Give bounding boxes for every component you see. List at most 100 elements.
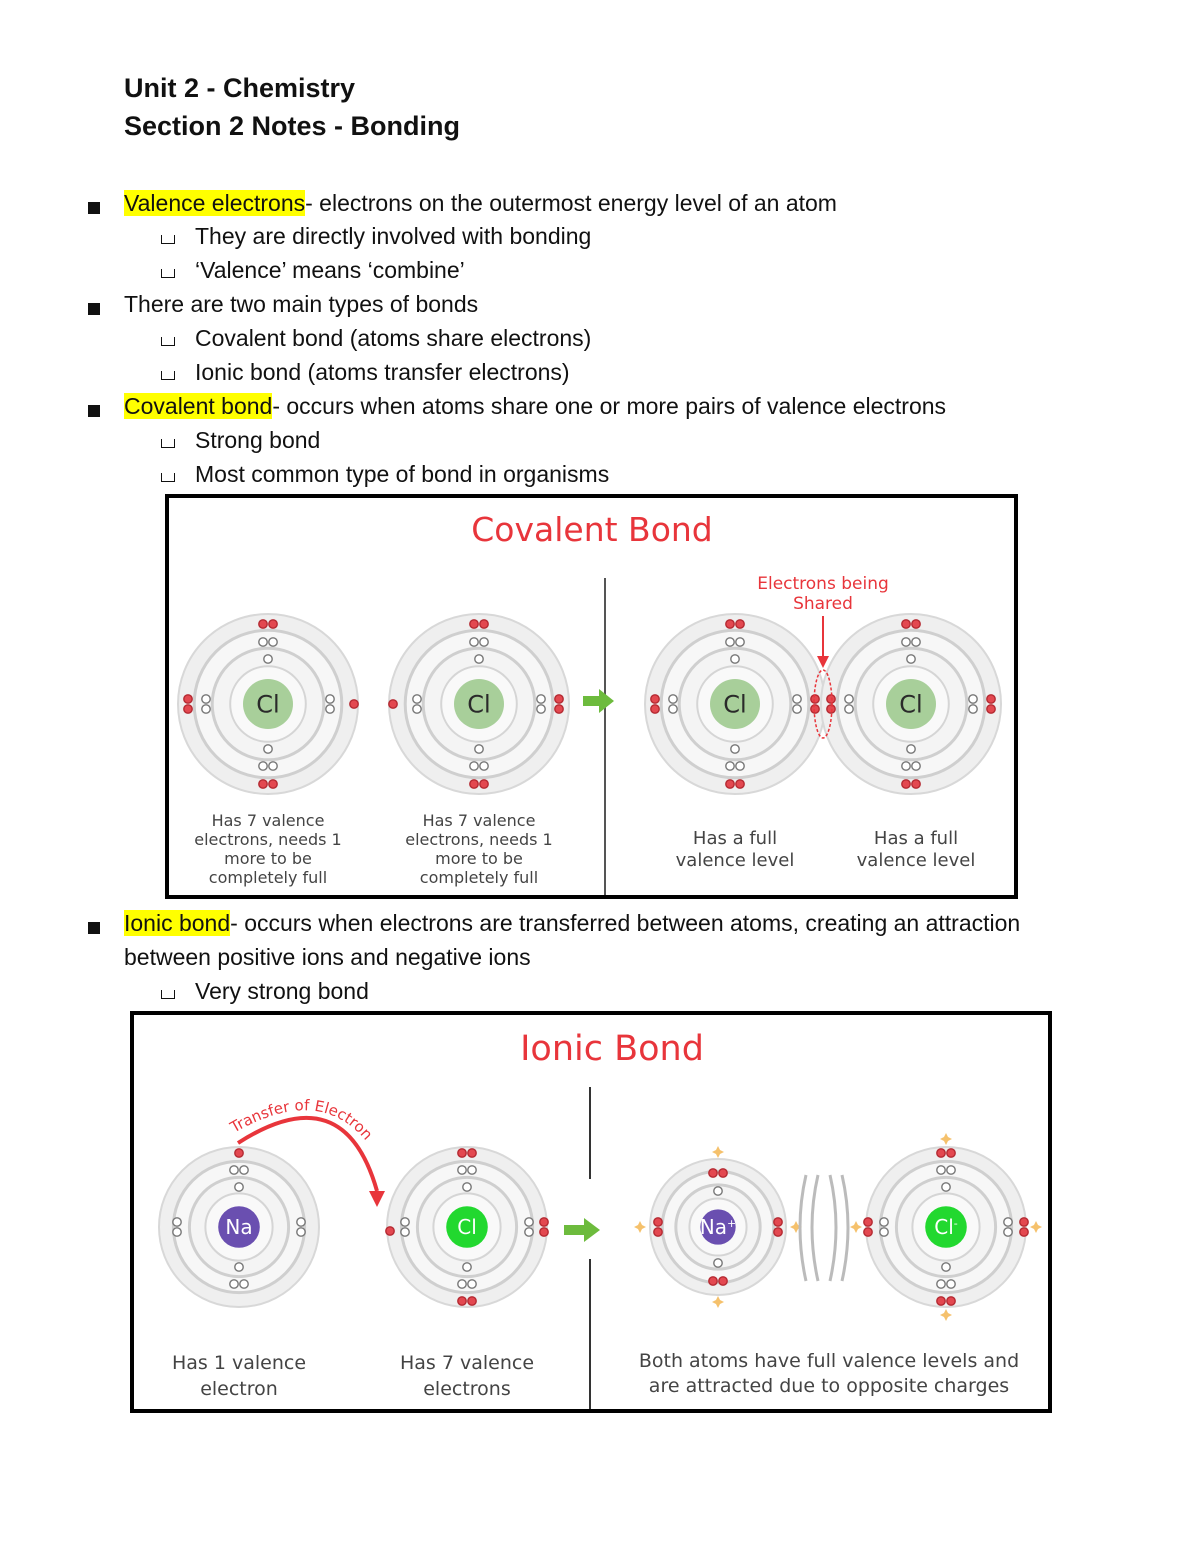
- inner-electron: [792, 704, 802, 714]
- inner-electron: [469, 761, 479, 771]
- inner-electron: [713, 1186, 723, 1196]
- chlorine-atom-2: Cl: [388, 613, 570, 795]
- valence-electron: [268, 619, 278, 629]
- ionic-bond-definition-cont: between positive ions and negative ions: [124, 944, 531, 970]
- valence-electrons-term: Valence electrons: [124, 190, 306, 216]
- caption-na-line1: Has 1 valence: [172, 1352, 306, 1374]
- inner-electron: [457, 1165, 467, 1175]
- inner-electron: [201, 694, 211, 704]
- chlorine-atom-3-nucleus: [710, 679, 760, 729]
- valence-electrons-note: Valence electrons- electrons on the oute…: [124, 188, 837, 218]
- caption-atom3-line1: Has a full: [693, 828, 777, 849]
- bullet-square-icon: [88, 405, 100, 417]
- ionic-bond-definition: - occurs when electrons are transferred …: [230, 910, 1021, 936]
- inner-electron: [524, 1217, 534, 1227]
- valence-electron: [467, 1296, 477, 1306]
- inner-electron: [268, 637, 278, 647]
- inner-electron: [457, 1279, 467, 1289]
- caption-cl-line2: electrons: [423, 1378, 511, 1400]
- valence-electron: [1019, 1227, 1029, 1237]
- caption-atom2-line4: completely full: [420, 868, 538, 887]
- inner-electron: [229, 1165, 239, 1175]
- charge-spark-icon: [712, 1146, 724, 1158]
- inner-electron: [713, 1258, 723, 1268]
- ionic-bond-note: Ionic bond- occurs when electrons are tr…: [124, 908, 1020, 938]
- bullet-box-icon: [161, 439, 175, 448]
- inner-electron: [474, 744, 484, 754]
- inner-electron: [258, 637, 268, 647]
- sodium-atom: Na: [158, 1146, 320, 1308]
- covalent-bond-term: Covalent bond: [124, 393, 273, 419]
- valence-electron: [653, 1217, 663, 1227]
- valence-electron: [936, 1148, 946, 1158]
- charge-spark-icon: [850, 1221, 862, 1233]
- inner-electron: [263, 654, 273, 664]
- valence-electron: [554, 704, 564, 714]
- unit-title: Unit 2 - Chemistry: [124, 73, 356, 103]
- section-title: Section 2 Notes - Bonding: [124, 111, 461, 141]
- valence-electron: [234, 1148, 244, 1158]
- valence-electron: [388, 699, 398, 709]
- inner-electron: [936, 1165, 946, 1175]
- valence-electron: [718, 1168, 728, 1178]
- attraction-lines: [798, 1174, 850, 1282]
- arrow-right-icon: [583, 689, 614, 713]
- inner-electron: [936, 1279, 946, 1289]
- chloride-ion: Cl-: [863, 1146, 1029, 1308]
- inner-electron: [668, 704, 678, 714]
- inner-electron: [412, 704, 422, 714]
- bullet-square-icon: [88, 922, 100, 934]
- valence-electron: [725, 779, 735, 789]
- inner-electron: [735, 637, 745, 647]
- valence-electron: [457, 1148, 467, 1158]
- chlorine-atom-nucleus: [446, 1206, 488, 1248]
- inner-electron: [946, 1165, 956, 1175]
- inner-electron: [258, 761, 268, 771]
- sodium-ion-symbol: Na+: [700, 1215, 736, 1239]
- valence-electron: [911, 619, 921, 629]
- bullet-square-icon: [88, 303, 100, 315]
- valence-electron: [183, 694, 193, 704]
- inner-electron: [906, 654, 916, 664]
- inner-electron: [325, 704, 335, 714]
- caption-atom2-line2: electrons, needs 1: [405, 830, 552, 849]
- inner-electron: [946, 1279, 956, 1289]
- charge-spark-icon: [940, 1133, 952, 1145]
- bond-types-sub-2: Ionic bond (atoms transfer electrons): [195, 359, 570, 385]
- covalent-sub-2: Most common type of bond in organisms: [195, 461, 610, 487]
- chlorine-atom-2-nucleus: [454, 679, 504, 729]
- valence-electron: [773, 1217, 783, 1227]
- chloride-ion-symbol: Cl-: [934, 1215, 958, 1239]
- valence-sub-1: They are directly involved with bonding: [195, 223, 592, 249]
- valence-electron: [946, 1148, 956, 1158]
- caption-atom2-line1: Has 7 valence: [423, 811, 536, 830]
- inner-electron: [412, 694, 422, 704]
- covalent-bond-note: Covalent bond- occurs when atoms share o…: [124, 391, 946, 421]
- charge-spark-icon: [634, 1221, 646, 1233]
- valence-electron: [650, 694, 660, 704]
- inner-electron: [524, 1227, 534, 1237]
- inner-electron: [296, 1227, 306, 1237]
- chlorine-atom-2-symbol: Cl: [467, 690, 490, 718]
- chlorine-atom-1-nucleus: [243, 679, 293, 729]
- shared-label-line2: Shared: [793, 594, 853, 614]
- sodium-ion-nucleus: [700, 1209, 736, 1245]
- valence-electron: [554, 694, 564, 704]
- transfer-arrow-head-icon: [369, 1191, 385, 1207]
- inner-electron: [296, 1217, 306, 1227]
- bullet-square-icon: [88, 202, 100, 214]
- inner-electron: [844, 704, 854, 714]
- covalent-sub-1: Strong bond: [195, 427, 321, 453]
- chlorine-atom-4: Cl: [820, 613, 1002, 795]
- inner-electron: [263, 744, 273, 754]
- valence-electron: [258, 619, 268, 629]
- bullet-box-icon: [161, 235, 175, 244]
- caption-atom3-line2: valence level: [676, 850, 795, 871]
- valence-electron: [650, 704, 660, 714]
- inner-electron: [725, 637, 735, 647]
- chlorine-atom: Cl: [385, 1146, 549, 1308]
- valence-electron: [946, 1296, 956, 1306]
